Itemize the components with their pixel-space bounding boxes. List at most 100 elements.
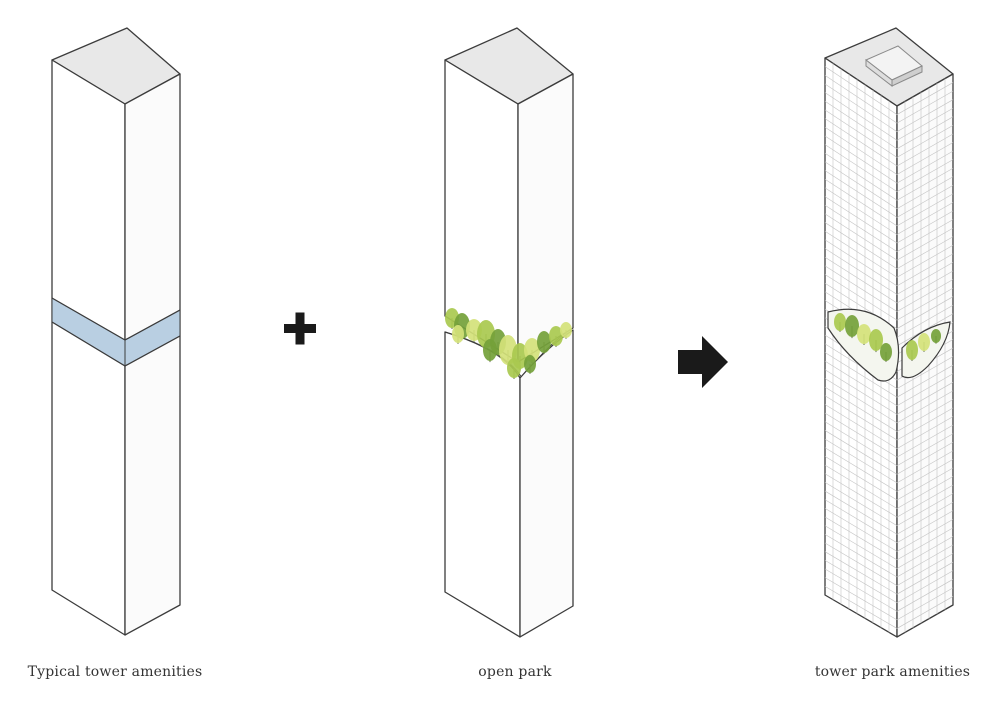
facade-grid-line <box>896 245 954 278</box>
facade-grid-line <box>824 586 898 629</box>
facade-grid-line <box>896 304 954 338</box>
facade-grid-line <box>896 442 954 475</box>
facade-grid-line <box>896 596 954 629</box>
facade-grid-line <box>896 313 954 347</box>
tree-canopy <box>524 355 536 373</box>
tree-canopy <box>931 329 941 343</box>
facade-grid-line <box>896 107 954 141</box>
facade-grid-line <box>896 176 954 210</box>
facade-grid-line <box>824 75 898 124</box>
tree <box>452 325 464 344</box>
facade-grid-line <box>824 516 898 561</box>
tree <box>549 326 563 347</box>
tree <box>869 329 883 353</box>
facade-grid-line <box>896 125 954 158</box>
facade-grid-line <box>896 133 954 167</box>
facade-grid-line <box>896 167 954 201</box>
facade-grid-line <box>896 519 954 552</box>
facade-grid-line <box>896 459 954 492</box>
facade-grid-line <box>896 399 954 432</box>
facade-grid-line <box>896 364 954 398</box>
facade-grid-line <box>824 248 898 295</box>
facade-grid-line <box>824 204 898 252</box>
tower2-lower-side <box>519 329 574 638</box>
facade-grid-line <box>824 213 898 261</box>
tree <box>507 358 521 379</box>
facade-grid-line <box>824 135 898 184</box>
tree <box>560 322 572 339</box>
facade-grid-line <box>896 407 954 441</box>
tower1-side-face <box>124 73 181 636</box>
facade-grid-line <box>896 424 954 458</box>
facade-grid-line <box>896 587 954 621</box>
tree-canopy <box>906 340 918 360</box>
facade-grid-line <box>896 390 954 424</box>
facade-grid-line <box>824 508 898 552</box>
tower2-lower-front <box>444 331 521 638</box>
tree-canopy <box>869 329 883 351</box>
caption-open-park: open park <box>478 664 552 680</box>
park-trees <box>445 308 572 379</box>
tower-park-tower <box>824 27 954 638</box>
facade-grid-line <box>824 447 898 492</box>
facade-grid-line <box>896 501 954 535</box>
facade-grid-line <box>824 161 898 210</box>
facade-grid-line <box>824 187 898 235</box>
tree <box>524 355 536 374</box>
facade-grid-line <box>824 222 898 269</box>
tower3-facade-grid-front <box>824 63 898 633</box>
tree-canopy <box>483 339 497 361</box>
facade-grid-line <box>824 101 898 150</box>
facade-grid-line <box>896 236 954 269</box>
tree-canopy <box>507 358 521 378</box>
facade-grid-line <box>896 116 954 150</box>
tower3-park-trees <box>834 313 941 362</box>
facade-grid-line <box>824 144 898 192</box>
facade-grid-line <box>896 450 954 484</box>
facade-grid-line <box>824 230 898 278</box>
facade-grid-line <box>896 185 954 218</box>
facade-grid-line <box>824 542 898 586</box>
tree <box>918 333 930 352</box>
facade-grid-line <box>824 239 898 287</box>
tree-canopy <box>857 324 871 344</box>
facade-grid-line <box>824 153 898 201</box>
facade-grid-line <box>824 525 898 569</box>
facade-grid-line <box>896 296 954 329</box>
tree <box>857 324 871 345</box>
tree-canopy <box>845 315 859 337</box>
tower3-rooftop-unit <box>865 45 923 88</box>
facade-grid-line <box>824 473 898 518</box>
tree <box>483 339 497 363</box>
facade-grid-line <box>824 386 898 432</box>
facade-grid-line <box>896 287 954 321</box>
facade-grid-line <box>896 579 954 612</box>
facade-grid-line <box>896 467 954 501</box>
facade-grid-line <box>824 430 898 475</box>
facade-grid-line <box>896 279 954 312</box>
facade-grid-line <box>896 416 954 449</box>
facade-grid-line <box>896 90 954 124</box>
facade-grid-line <box>824 499 898 544</box>
facade-grid-line <box>896 142 954 175</box>
facade-grid-line <box>824 560 898 604</box>
facade-grid-line <box>824 170 898 218</box>
facade-grid-line <box>896 527 954 561</box>
facade-grid-line <box>896 433 954 466</box>
facade-grid-line <box>824 274 898 321</box>
facade-grid-line <box>896 99 954 132</box>
facade-grid-line <box>824 438 898 484</box>
facade-grid-line <box>824 534 898 578</box>
facade-grid-line <box>824 109 898 158</box>
plus-icon <box>284 312 316 345</box>
facade-grid-line <box>824 127 898 175</box>
tree <box>931 329 941 344</box>
facade-grid-line <box>824 421 898 466</box>
facade-grid-line <box>896 510 954 544</box>
tree-canopy <box>549 326 563 346</box>
facade-grid-line <box>824 256 898 304</box>
facade-grid-line <box>896 193 954 227</box>
tree <box>880 343 892 362</box>
